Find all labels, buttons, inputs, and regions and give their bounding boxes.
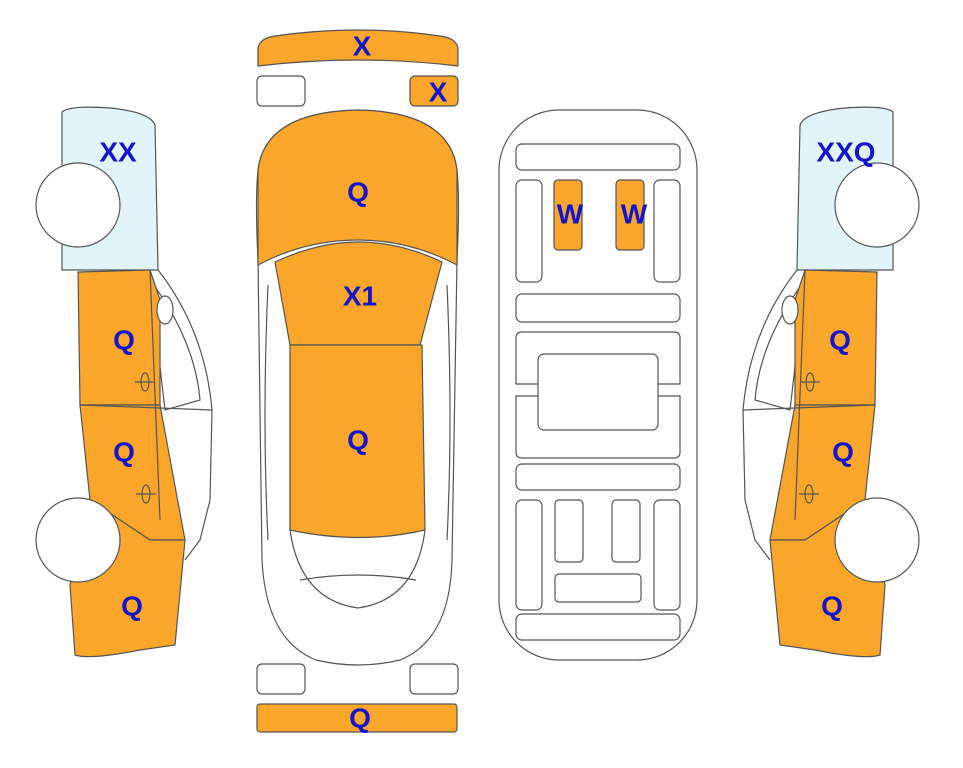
- label-under-right: W: [621, 199, 648, 230]
- underbody-rear-crossmember: [515, 463, 681, 491]
- left-front-wheel: [35, 162, 121, 248]
- label-hood: Q: [347, 177, 369, 208]
- underbody-rear-left-rail: [515, 499, 543, 611]
- top-side-windows: [264, 284, 451, 609]
- label-left-front-door: Q: [113, 325, 135, 356]
- label-front-bumper: X: [353, 31, 372, 62]
- label-right-front-door: Q: [829, 325, 851, 356]
- label-front-right-light: X: [429, 77, 448, 108]
- label-windshield: X1: [343, 281, 377, 312]
- right-side-view: XXQ Q Q Q: [742, 106, 920, 658]
- rear-left-light[interactable]: [256, 663, 306, 695]
- right-rear-wheel: [834, 497, 920, 583]
- underbody-left-part[interactable]: [553, 179, 583, 251]
- left-rear-wheel: [35, 497, 121, 583]
- left-front-handle-icon: [135, 372, 155, 392]
- top-view: X X Q X1 Q Q: [255, 29, 460, 734]
- label-left-rear-quarter: Q: [121, 591, 143, 622]
- right-front-wheel: [834, 162, 920, 248]
- label-under-left: W: [557, 199, 584, 230]
- left-side-view: XX Q Q Q: [35, 106, 213, 658]
- underbody-center-plate: [537, 353, 659, 431]
- underbody-rear-left-part: [554, 499, 584, 563]
- right-door-lines: [742, 269, 876, 521]
- hood-panel[interactable]: [257, 109, 458, 266]
- left-door-lines: [79, 269, 213, 521]
- label-roof: Q: [347, 425, 369, 456]
- label-right-rear-door: Q: [832, 437, 854, 468]
- left-rear-handle-icon: [136, 484, 156, 504]
- underbody-right-part[interactable]: [615, 179, 645, 251]
- underbody-center-frame: [515, 331, 681, 459]
- label-right-windshield: XXQ: [816, 137, 875, 168]
- underbody-crossmember: [515, 293, 681, 323]
- underbody-right-rail: [653, 179, 681, 283]
- label-rear-bumper: Q: [349, 703, 371, 734]
- underbody-rear-bar: [515, 613, 681, 641]
- underbody-view: W W: [498, 109, 698, 661]
- underbody-rear-box: [554, 573, 642, 603]
- right-mirror-icon: [781, 295, 799, 325]
- label-left-windshield: XX: [99, 137, 137, 168]
- right-rear-handle-icon: [799, 484, 819, 504]
- left-mirror-icon: [156, 295, 174, 325]
- front-left-light[interactable]: [256, 75, 306, 107]
- left-front-door-panel[interactable]: [77, 269, 161, 406]
- underbody-rear-right-rail: [653, 499, 681, 611]
- windshield-panel[interactable]: [274, 241, 443, 346]
- right-front-door-panel[interactable]: [794, 269, 878, 406]
- rear-right-light[interactable]: [409, 663, 459, 695]
- label-left-rear-door: Q: [113, 437, 135, 468]
- underbody-front-bar: [515, 143, 681, 171]
- rear-bumper-panel[interactable]: [256, 703, 458, 733]
- front-bumper-panel[interactable]: [257, 29, 459, 67]
- underbody-left-rail: [515, 179, 543, 283]
- right-front-handle-icon: [800, 372, 820, 392]
- front-right-light[interactable]: [409, 75, 459, 107]
- label-right-rear-quarter: Q: [821, 591, 843, 622]
- underbody-rear-right-part: [611, 499, 641, 563]
